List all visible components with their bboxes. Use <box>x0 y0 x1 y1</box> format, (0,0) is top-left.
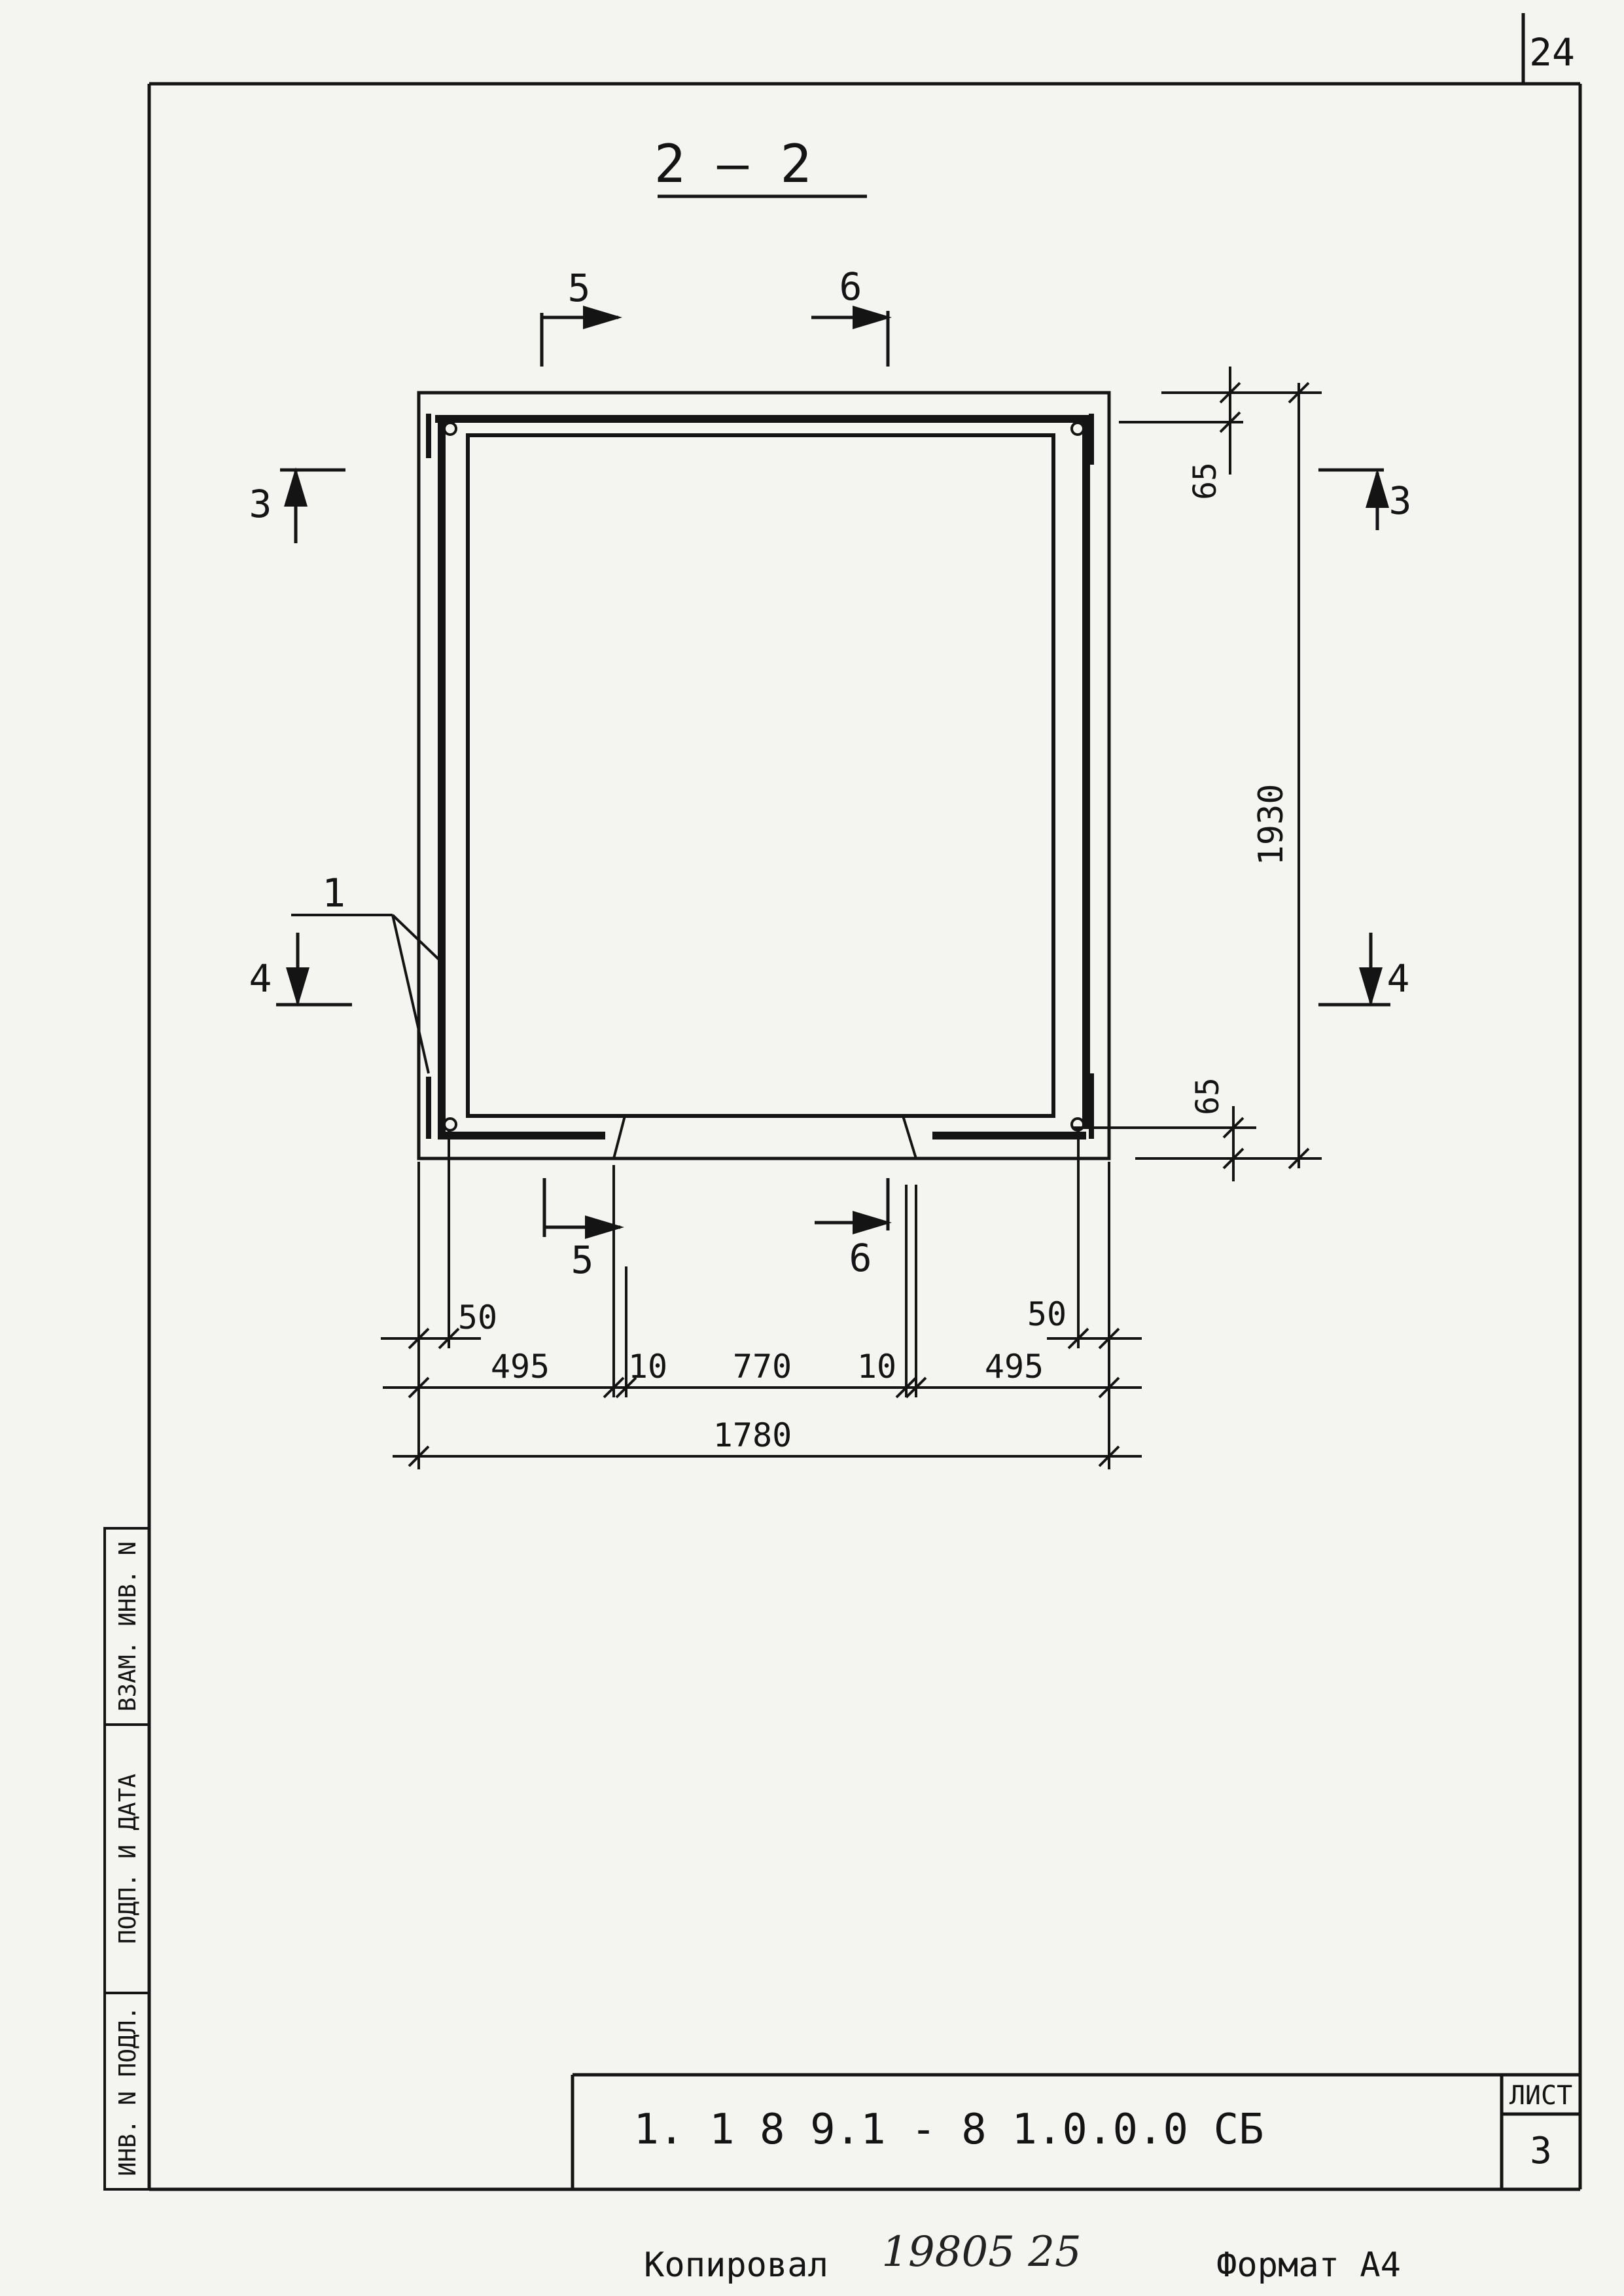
sheet-number: 3 <box>1530 2130 1552 2172</box>
dim-height: 1930 <box>1252 783 1291 865</box>
section-title: 2 — 2 <box>654 134 812 194</box>
dim-cover-bottom: 65 <box>1190 1077 1226 1115</box>
dim-gap-right: 10 <box>857 1348 896 1386</box>
dim-offset-right: 50 <box>1027 1295 1067 1333</box>
drawing-code: 1. 1 8 9.1 - 8 1.0.0.0 СБ <box>633 2106 1263 2154</box>
section-marker-5-top <box>540 306 622 367</box>
section-marker-3-right-label: 3 <box>1389 478 1412 523</box>
slab-outline <box>417 391 1111 1160</box>
dim-gap-left: 10 <box>628 1348 667 1386</box>
section-marker-5-bottom <box>542 1178 624 1239</box>
sheet-label: ЛИСТ <box>1509 2081 1572 2111</box>
dim-seg-right: 495 <box>985 1348 1044 1386</box>
title-block <box>571 2073 1580 2189</box>
section-marker-6-bottom-label: 6 <box>849 1236 872 1280</box>
section-marker-6-bottom <box>815 1178 892 1234</box>
callout-leader <box>291 914 443 1074</box>
vertical-dimensions <box>1073 367 1322 1181</box>
horizontal-dimensions <box>381 1129 1142 1469</box>
section-marker-3-left <box>280 467 345 543</box>
section-marker-5-top-label: 5 <box>568 266 591 310</box>
format-label: Формат А4 <box>1216 2246 1401 2285</box>
callout-label: 1 <box>322 870 345 916</box>
handwritten-number: 19805 25 <box>881 2228 1081 2276</box>
dim-cover-top: 65 <box>1187 462 1224 500</box>
section-marker-4-left-label: 4 <box>249 956 272 1001</box>
sheet-frame <box>147 13 1582 2191</box>
section-marker-3-left-label: 3 <box>249 482 272 526</box>
sheet-number-top: 24 <box>1529 30 1575 75</box>
dim-seg-center: 770 <box>733 1348 792 1386</box>
side-stamp <box>103 1527 150 2191</box>
section-marker-5-bottom-label: 5 <box>571 1238 594 1282</box>
section-marker-6-top-label: 6 <box>839 264 862 309</box>
dim-total-width: 1780 <box>713 1416 792 1454</box>
stamp-replacement-inv: ВЗАМ. ИНВ. N <box>115 1541 141 1712</box>
stamp-original-inv: ИНВ. N ПОДЛ. <box>115 2006 141 2176</box>
reinforcement-bars <box>426 414 1094 1139</box>
section-marker-3-right <box>1318 468 1389 530</box>
dim-seg-left: 495 <box>491 1348 550 1386</box>
section-marker-4-right <box>1318 933 1390 1007</box>
dim-offset-left: 50 <box>458 1299 497 1336</box>
section-marker-6-top <box>811 306 892 367</box>
copied-label: Копировал <box>644 2246 828 2285</box>
stamp-signature-date: ПОДП. И ДАТА <box>115 1774 141 1944</box>
section-marker-4-right-label: 4 <box>1387 956 1410 1001</box>
section-marker-4-left <box>276 933 352 1007</box>
